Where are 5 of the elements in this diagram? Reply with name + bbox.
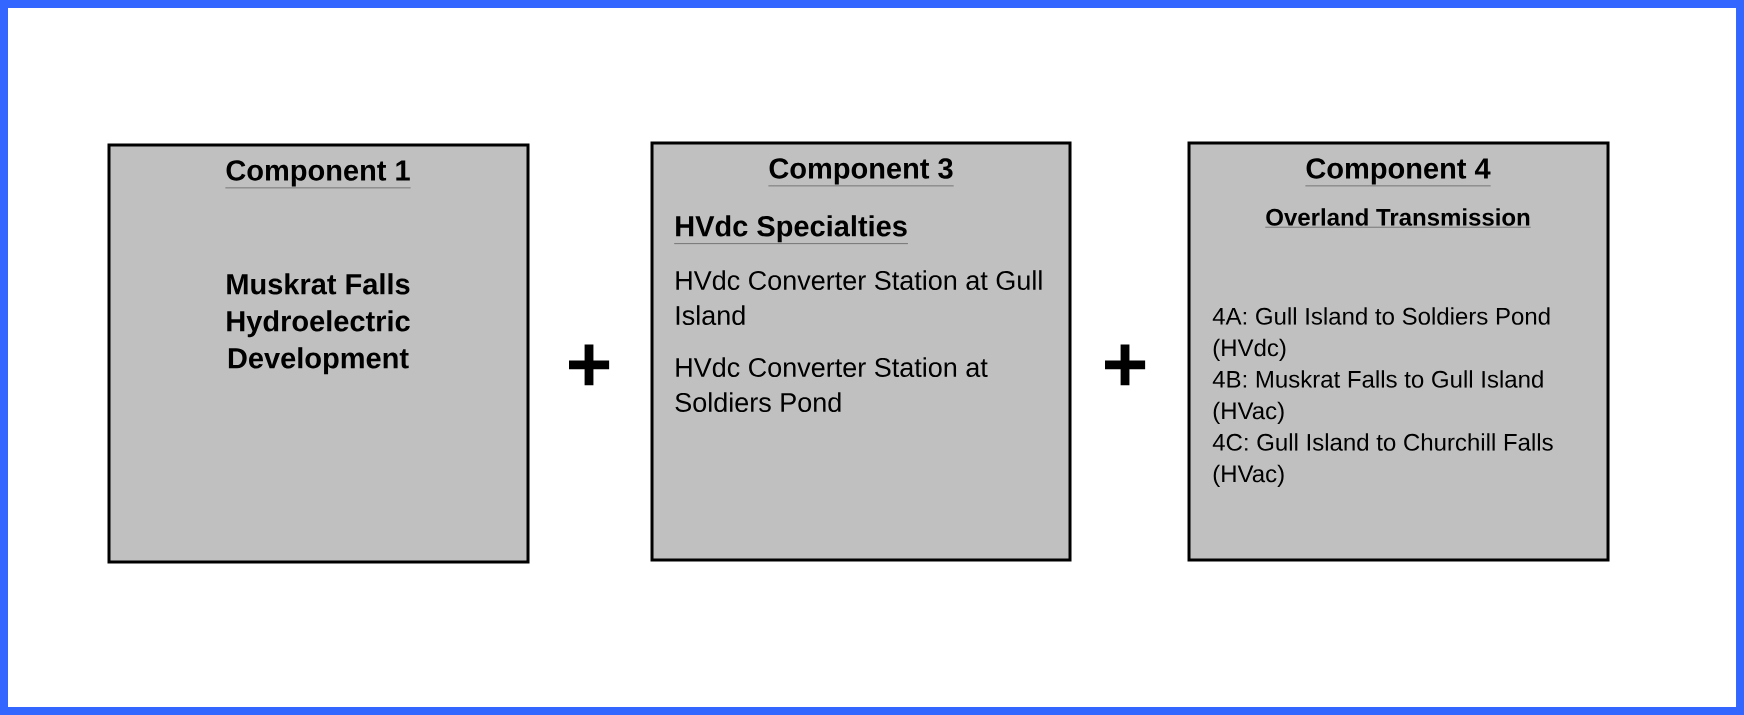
- component-box: Component 1 Muskrat Falls Hydroelectric Development: [107, 143, 530, 564]
- plus-sign: +: [569, 344, 610, 386]
- plus-sign: +: [1105, 344, 1146, 386]
- component-box: Component 3 HVdc Specialties HVdc Converter Station at Gull Island HVdc Converter Station at Soldiers Pond: [650, 141, 1072, 562]
- component-box: Component 4 Overland Transmission 4A: Gull Island to Soldiers Pond (HVdc) 4B: Muskrat Falls to Gull Island (HVac) 4C: Gull Island to Churchill Falls (HVac): [1187, 141, 1610, 562]
